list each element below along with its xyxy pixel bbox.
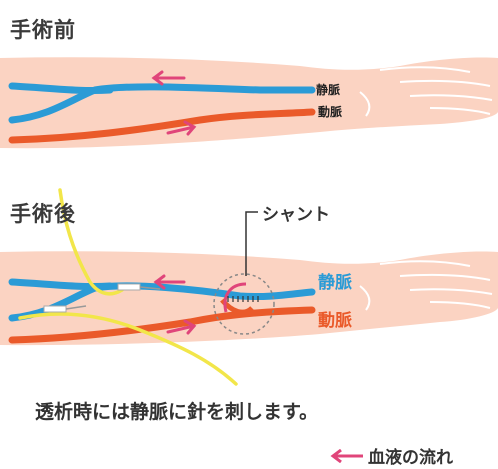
left-arrow-icon [330,449,364,463]
legend: 血液の流れ [330,443,453,468]
after-artery-label: 動脈 [318,306,352,331]
caption: 透析時には静脈に針を刺します。 [35,397,318,424]
after-vein-label: 静脈 [318,268,352,293]
before-title: 手術前 [10,14,76,44]
legend-label: 血液の流れ [368,443,453,468]
before-vein-label: 静脈 [316,81,340,98]
before-artery-label: 動脈 [318,103,342,120]
shunt-stitches [228,296,258,302]
before-arm [0,57,498,148]
after-title: 手術後 [10,198,76,228]
shunt-label: シャント [262,200,330,225]
